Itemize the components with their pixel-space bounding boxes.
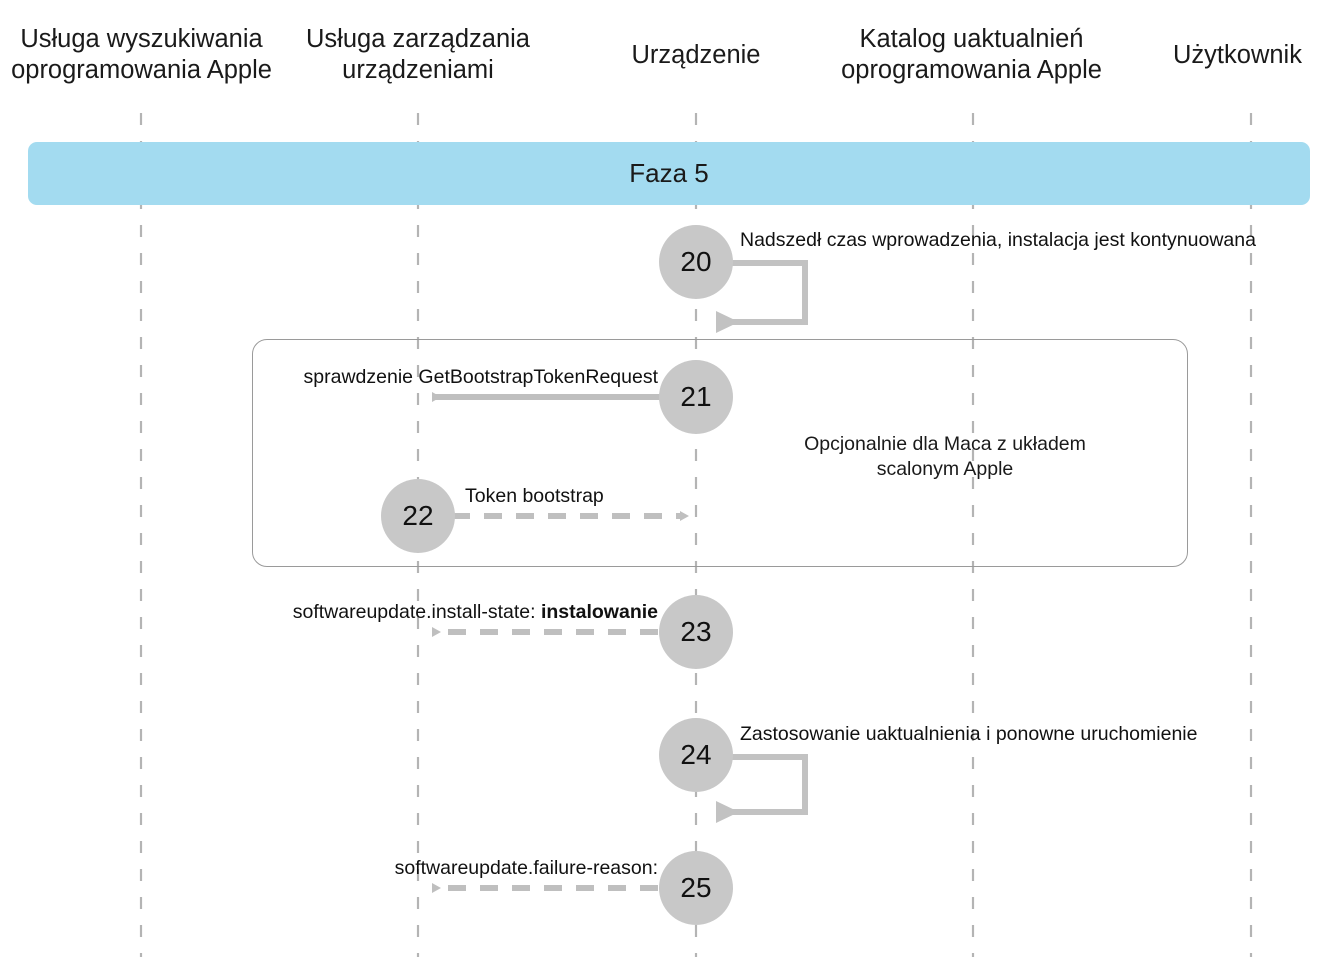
step-label-23: softwareupdate.install-state: instalowan…	[180, 600, 658, 624]
step-number-21: 21	[659, 360, 733, 434]
phase-banner-label: Faza 5	[629, 158, 709, 188]
step-number-22: 22	[381, 479, 455, 553]
step-label-21: sprawdzenie GetBootstrapTokenRequest	[303, 366, 658, 388]
step-20-self-arrow	[700, 260, 808, 333]
column-header-device: Urządzenie	[631, 41, 761, 69]
step-label-23-text: softwareupdate.install-state:	[292, 601, 541, 623]
step-number-24: 24	[659, 718, 733, 792]
step-label-22: Token bootstrap	[465, 485, 604, 507]
step-label-24: Zastosowanie uaktualnienia i ponowne uru…	[740, 723, 1198, 745]
step-label-23-emphasis: instalowanie	[540, 601, 658, 623]
step-label-20: Nadszedł czas wprowadzenia, instalacja j…	[740, 229, 1256, 251]
step-number-23: 23	[659, 595, 733, 669]
column-header-apple-software-update-catalog: Katalog uaktualnień oprogramowania Apple	[841, 25, 1102, 84]
step-label-25: softwareupdate.failure-reason:	[394, 857, 658, 879]
column-header-device-management-service: Usługa zarządzania urządzeniami	[306, 25, 530, 84]
step-24-self-arrow	[700, 754, 808, 823]
column-header-user: Użytkownik	[1173, 41, 1302, 69]
step-number-25: 25	[659, 851, 733, 925]
phase-banner: Faza 5	[28, 142, 1310, 205]
optional-fragment-note: Opcjonalnie dla Maca z układem scalonym …	[804, 433, 1086, 480]
step-number-20: 20	[659, 225, 733, 299]
optional-fragment-box	[252, 339, 1188, 567]
column-header-apple-software-lookup-service: Usługa wyszukiwania oprogramowania Apple	[11, 25, 272, 84]
